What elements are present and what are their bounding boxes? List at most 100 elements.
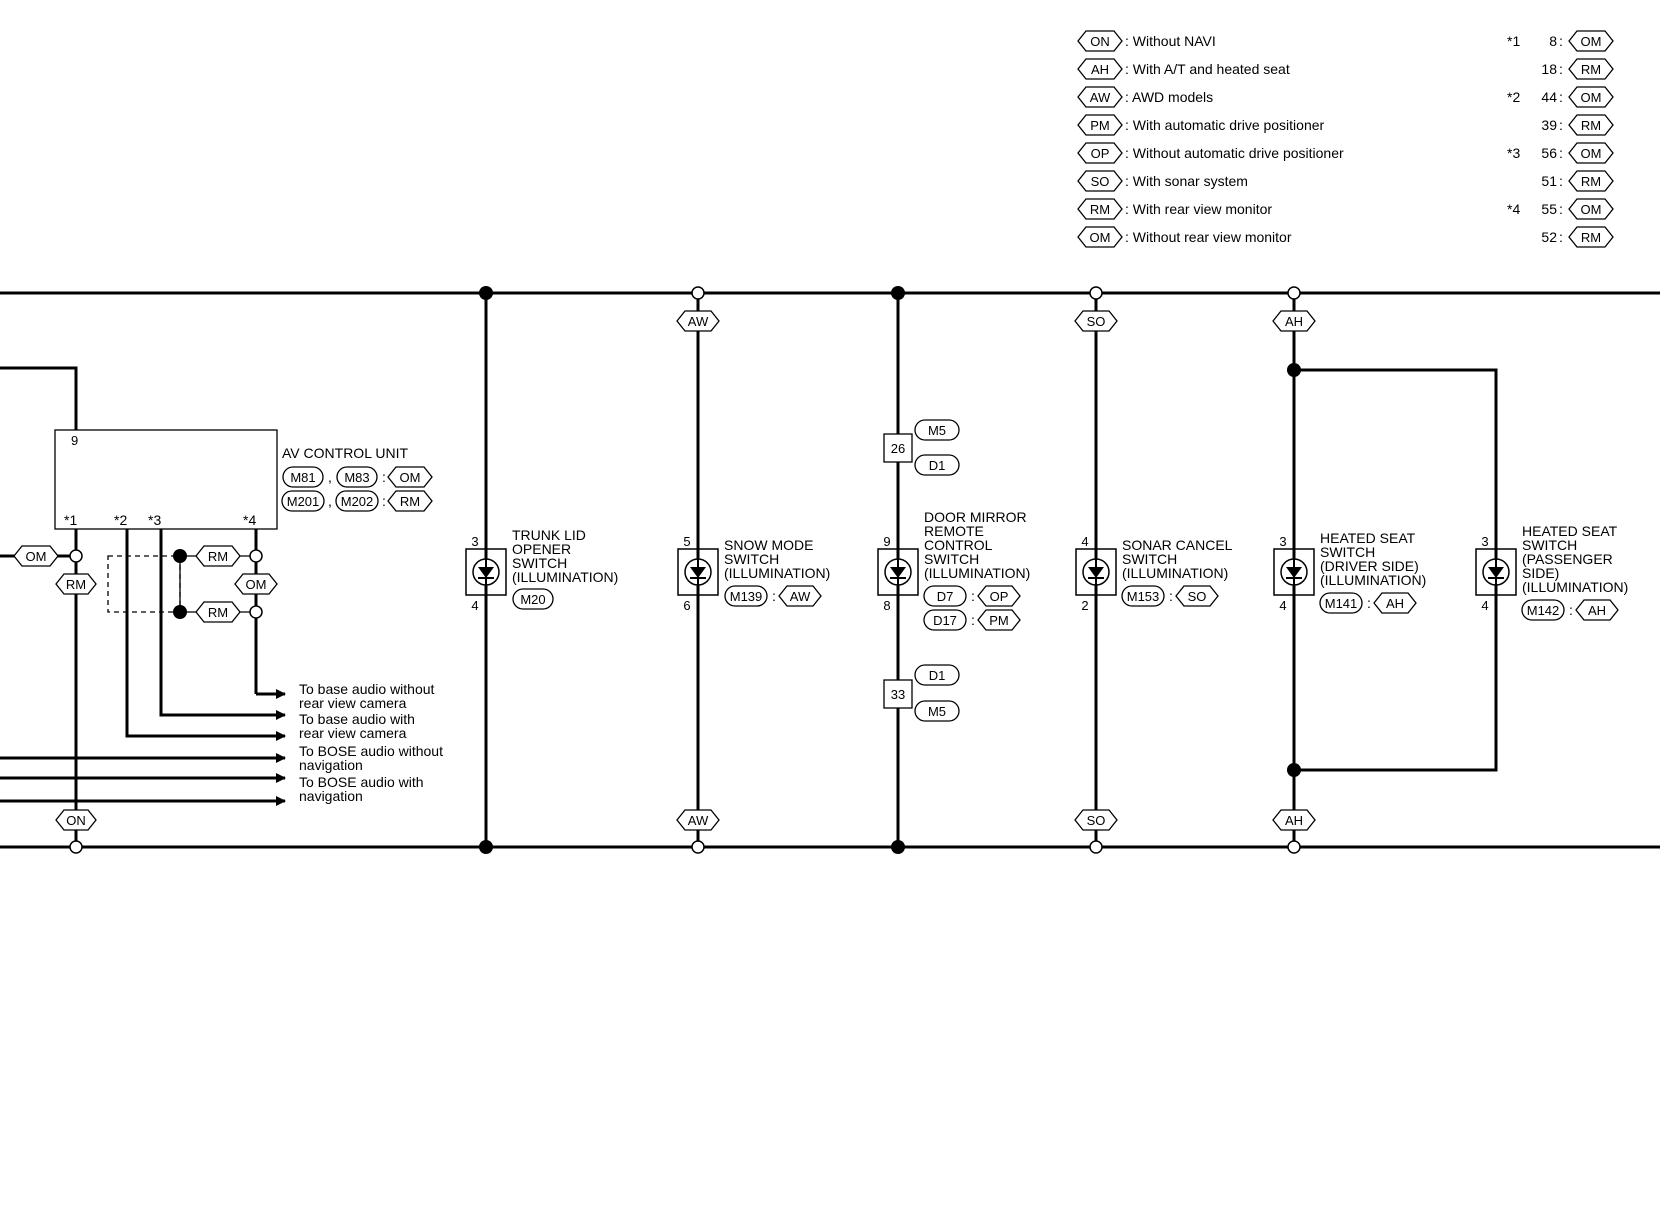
tag-label: OM [1581,90,1602,105]
heat-driver-connector: M141 [1319,592,1363,614]
av-sep: : [382,469,386,485]
trunk-switch-pin-bottom: 4 [471,598,478,613]
tag-so-bottom: SO [1074,809,1118,831]
tag-outline [336,466,378,488]
tag-outline [1077,142,1123,164]
tag-label: AW [688,314,709,329]
sep: : [1569,602,1573,618]
tag-label: OM [1581,202,1602,217]
dashed-option-box [107,555,181,613]
sonar-switch-label: SWITCH [1122,551,1177,567]
tag-label: RM [1581,174,1601,189]
sonar-connector: M153 [1121,585,1165,607]
legend-star-pin: 18 [1541,61,1557,77]
tag-label: AH [1386,596,1404,611]
legend-code-so: SO [1077,170,1123,192]
tag-label: AH [1588,603,1606,618]
av-unit-box [54,429,278,530]
tag-on: ON [55,809,97,831]
junction-dot-mirror-bottom [891,840,905,854]
tag-label: RM [208,549,228,564]
trunk-switch-pin-top: 3 [471,534,478,549]
tag-label: SO [1087,813,1106,828]
av-connector-m201: M201 [281,490,325,512]
legend-star-colon: : [1559,229,1563,245]
tag-outline [914,419,960,441]
legend-code-rm: RM [1077,198,1123,220]
output-label-line2: rear view camera [299,725,407,741]
output-label-line2: navigation [299,788,363,804]
mirror-switch-label: REMOTE [924,523,984,539]
tag-label: M20 [520,592,545,607]
av-wire-star3 [159,529,286,720]
heat-passenger-switch-label: SIDE) [1522,565,1559,581]
tag-label: M5 [928,423,946,438]
junction-dot-trunk-bottom [479,840,493,854]
legend-star-pin: 39 [1541,117,1557,133]
trunk-switch-label: OPENER [512,541,571,557]
tag-outline [335,490,379,512]
tag-outline [234,573,278,595]
node-heat-top [1287,286,1301,300]
tag-outline [1121,585,1165,607]
tag-outline [282,466,324,488]
legend-text-ah: : With A/T and heated seat [1125,61,1290,77]
legend-star-code: RM [1568,114,1614,136]
tag-label: M201 [287,494,320,509]
snow-switch-pin-bottom: 6 [683,598,690,613]
junction-box-26 [883,433,913,463]
tag-outline [387,466,433,488]
tag-outline [914,454,960,476]
av-input-wire [0,366,78,430]
legend-star-pin: 51 [1541,173,1557,189]
tag-outline [281,490,325,512]
legend-text-pm: : With automatic drive positioner [1125,117,1325,133]
tag-outline [977,585,1021,607]
legend-star-pin: 56 [1541,145,1557,161]
tag-outline [1319,592,1363,614]
av-star-4: *4 [243,512,256,528]
tag-label: M141 [1325,596,1358,611]
tag-outline [195,545,241,567]
legend-star-code: RM [1568,170,1614,192]
tag-label: RM [1581,230,1601,245]
tag-label: M153 [1127,589,1160,604]
tag-rm-lower: RM [195,601,241,623]
legend-star-colon: : [1559,173,1563,189]
output-label-line2: rear view camera [299,695,407,711]
tag-label: OM [1581,34,1602,49]
sonar-switch-symbol [1075,548,1117,596]
mirror-switch-label: CONTROL [924,537,993,553]
av-code-rm: RM [387,490,433,512]
legend-star: *3 [1507,145,1520,161]
junction-26-conn-m5: M5 [914,419,960,441]
junction-dot-heat-top [1287,363,1301,377]
node-heat-bottom [1287,840,1301,854]
tag-label: AW [790,589,811,604]
legend-star-code: RM [1568,58,1614,80]
tag-outline [676,809,720,831]
tag-outline [914,664,960,686]
tag-ah-top: AH [1272,310,1316,332]
tag-label: PM [989,613,1009,628]
tag-outline [1077,86,1123,108]
tag-outline [1568,30,1614,52]
mirror-code-op: OP [977,585,1021,607]
av-connectors-row-2: M201,M202:RM [281,490,433,512]
av-code-om: OM [387,466,433,488]
tag-label: SO [1087,314,1106,329]
tag-outline [1575,599,1619,621]
heat-passenger-switch-pin-bottom: 4 [1481,598,1488,613]
legend-code-op: OP [1077,142,1123,164]
legend-text-on: : Without NAVI [1125,33,1216,49]
heat-passenger-connector: M142 [1521,599,1565,621]
tag-outline [195,601,241,623]
tag-aw-top: AW [676,310,720,332]
legend-star-pin: 52 [1541,229,1557,245]
av-connector-m83: M83 [336,466,378,488]
tag-outline [778,585,822,607]
tag-label: OM [26,549,47,564]
